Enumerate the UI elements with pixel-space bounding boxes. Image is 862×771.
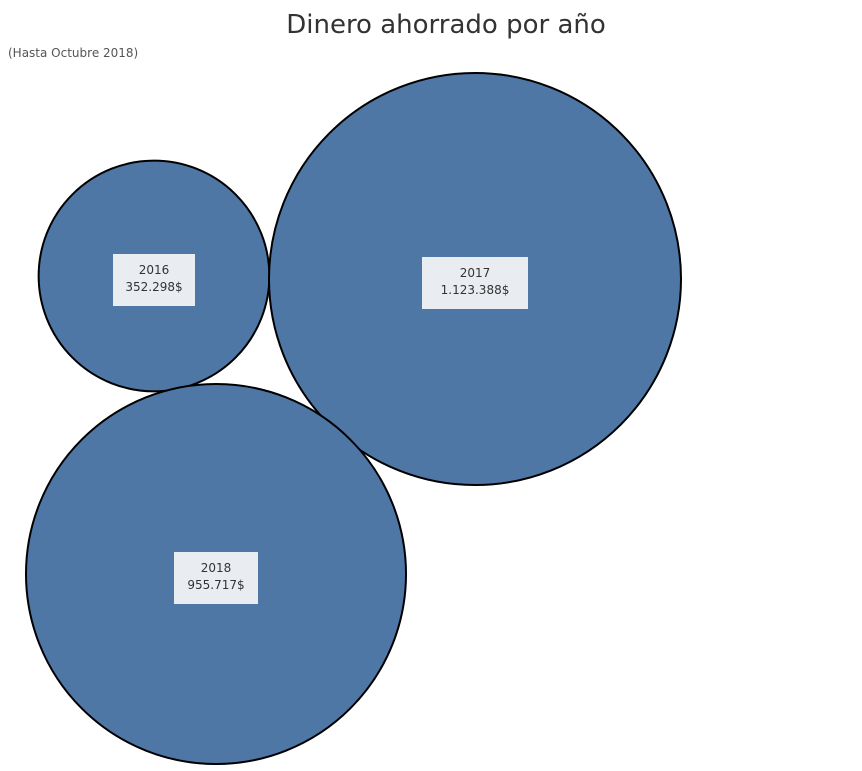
bubble-2016[interactable]: 2016 352.298$ bbox=[37, 159, 271, 393]
bubble-year-label-2016: 2016 bbox=[139, 263, 170, 277]
chart-title: Dinero ahorrado por año bbox=[286, 10, 606, 40]
bubble-2018[interactable]: 2018 955.717$ bbox=[24, 382, 408, 766]
bubble-year-label-2018: 2018 bbox=[201, 561, 232, 575]
bubble-value-label-2018: 955.717$ bbox=[187, 578, 244, 592]
chart-subtitle: (Hasta Octubre 2018) bbox=[8, 46, 139, 60]
bubble-label-box-2016 bbox=[113, 254, 195, 306]
bubble-value-label-2016: 352.298$ bbox=[125, 280, 182, 294]
bubble-year-label-2017: 2017 bbox=[460, 266, 491, 280]
bubble-label-box-2018 bbox=[174, 552, 258, 604]
bubble-2017[interactable]: 2017 1.123.388$ bbox=[268, 72, 682, 486]
bubble-label-box-2017 bbox=[422, 257, 528, 309]
bubble-value-label-2017: 1.123.388$ bbox=[441, 283, 510, 297]
